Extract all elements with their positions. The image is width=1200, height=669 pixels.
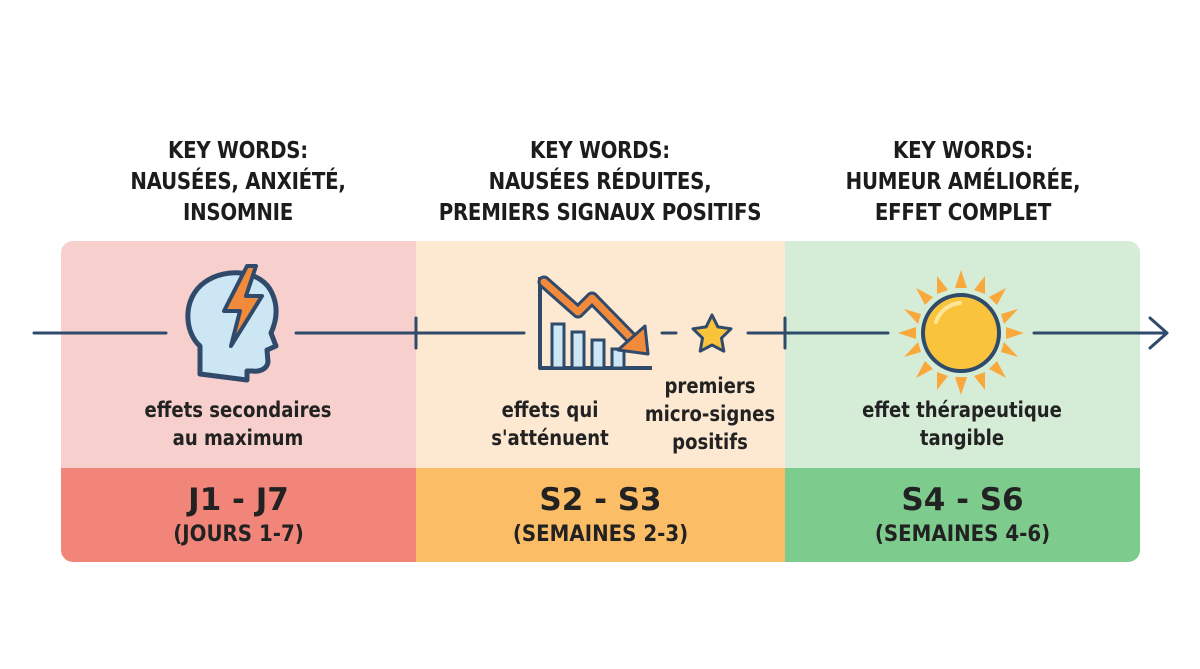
arrow-head-icon [1148,316,1169,350]
keywords-phase-3: KEY WORDS: HUMEUR AMÉLIORÉE, EFFET COMPL… [834,136,1092,229]
keywords-phase-2: KEY WORDS: NAUSÉES RÉDUITES, PREMIERS SI… [428,136,772,229]
keywords-title: KEY WORDS: [530,138,670,164]
head-lightning-icon [185,264,279,383]
keywords-title: KEY WORDS: [168,138,308,164]
keywords-line: EFFET COMPLET [874,200,1052,226]
description-line: effet thérapeutique [862,398,1062,422]
phase-1-band: J1 - J7 (JOURS 1-7) [61,468,416,562]
phase-code: S2 - S3 [539,482,662,518]
phase-subtitle: (SEMAINES 4-6) [874,522,1051,547]
description-line: s'atténuent [491,426,609,450]
declining-chart-icon [537,275,652,370]
description-line: micro-signes [644,402,776,426]
keywords-line: NAUSÉES, ANXIÉTÉ, [130,169,346,195]
description-line: positifs [672,430,748,454]
keywords-line: HUMEUR AMÉLIORÉE, [845,169,1081,195]
description-line: effets qui [501,398,599,422]
phase-1-description: effets secondaires au maximum [109,396,367,452]
phase-subtitle: (SEMAINES 2-3) [512,522,689,547]
phase-code: J1 - J7 [188,482,289,518]
keywords-line: INSOMNIE [182,200,294,226]
star-icon [691,313,733,353]
phase-3-band: S4 - S6 (SEMAINES 4-6) [785,468,1140,562]
keywords-title: KEY WORDS: [893,138,1033,164]
keywords-line: PREMIERS SIGNAUX POSITIFS [438,200,762,226]
description-line: effets secondaires [144,398,332,422]
description-line: tangible [919,426,1005,450]
description-line: premiers [664,374,756,398]
keywords-line: NAUSÉES RÉDUITES, [488,169,712,195]
keywords-phase-1: KEY WORDS: NAUSÉES, ANXIÉTÉ, INSOMNIE [109,136,367,229]
timeline-line [32,316,1169,350]
description-line: au maximum [172,426,304,450]
phase-code: S4 - S6 [901,482,1024,518]
sun-icon [898,270,1024,395]
phase-2-extra-description: premiers micro-signes positifs [637,372,783,456]
phase-2-band: S2 - S3 (SEMAINES 2-3) [416,468,785,562]
phase-subtitle: (JOURS 1-7) [173,522,304,547]
phase-3-description: effet thérapeutique tangible [833,396,1091,452]
phase-2-description: effets qui s'atténuent [481,396,619,452]
